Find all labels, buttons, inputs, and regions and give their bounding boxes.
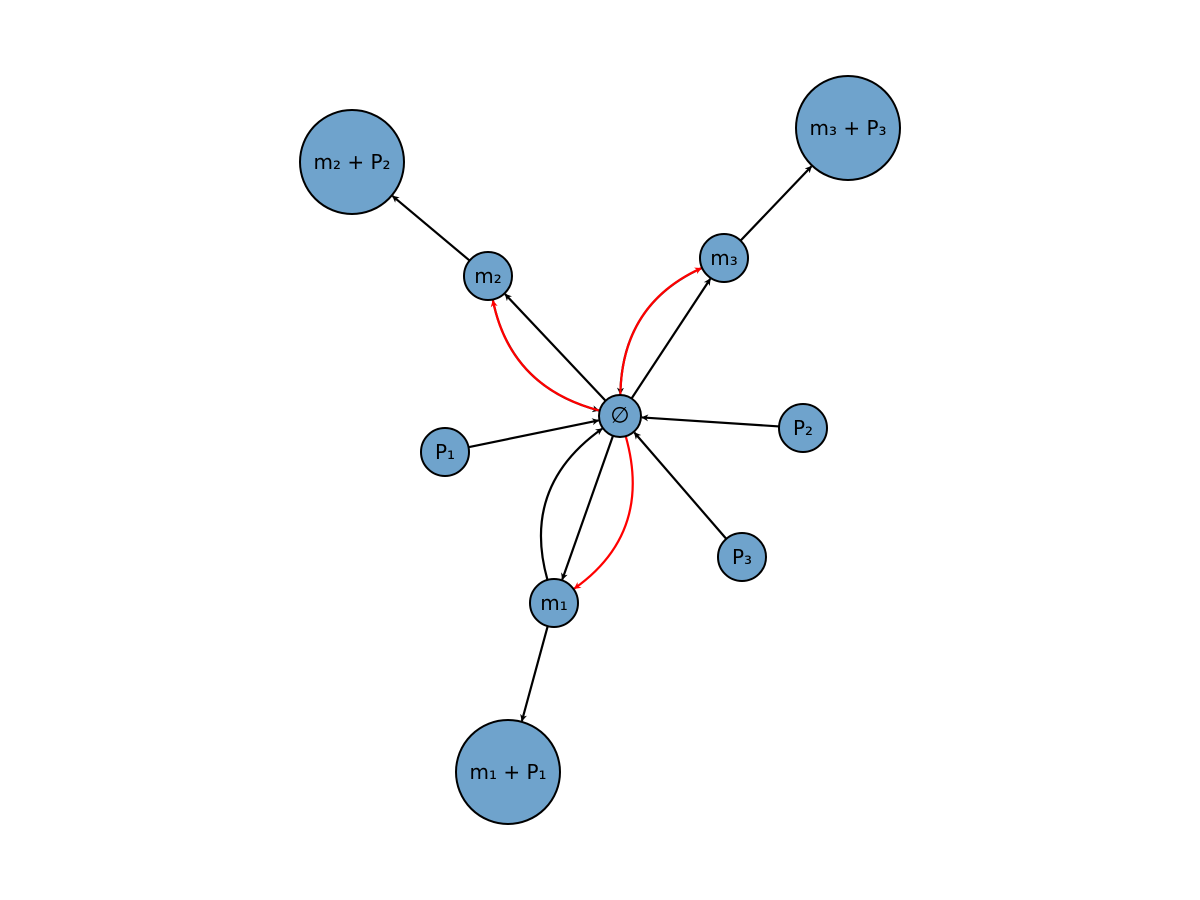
edge-m3-to-empty [616,266,703,395]
node-circle-m1 [529,578,579,628]
node-label-m3: m₃ [710,246,738,270]
node-p2: P₂ [778,403,828,453]
edge-empty-to-m3-red [619,267,702,396]
node-label-m1p1: m₁ + P₁ [469,760,546,784]
node-label-m3p3: m₃ + P₃ [809,116,886,140]
edge-p1-to-empty [468,418,600,449]
node-m1p1: m₁ + P₁ [455,719,561,825]
edge-m2-to-empty [491,299,600,413]
node-m3: m₃ [699,233,749,283]
node-circle-p1 [420,427,470,477]
node-m2: m₂ [463,251,513,301]
node-circle-m2 [463,251,513,301]
edge-p2-to-empty [641,414,780,428]
node-p3: P₃ [717,532,767,582]
node-circle-empty [598,394,642,438]
node-label-p2: P₂ [793,416,813,440]
node-m2p2: m₂ + P₂ [299,109,405,215]
edge-m1-to-m1p1 [520,625,549,722]
edge-m3-to-m3p3 [739,165,813,242]
node-m3p3: m₃ + P₃ [795,75,901,181]
node-empty: ∅ [598,394,642,438]
node-m1: m₁ [529,578,579,628]
node-p1: P₁ [420,427,470,477]
node-circle-m3p3 [795,75,901,181]
edge-empty-to-m3 [630,278,712,400]
edge-empty-to-m1 [561,435,615,581]
node-circle-p2 [778,403,828,453]
node-label-m2p2: m₂ + P₂ [313,150,390,174]
node-label-p3: P₃ [732,545,752,569]
node-label-m1: m₁ [540,591,568,615]
edge-empty-to-m1-red [573,435,634,590]
node-label-p1: P₁ [435,440,455,464]
node-circle-m3 [699,233,749,283]
nodes-layer: ∅ m₁ m₂ m₃ P₁ P₂ P₃ m₁ + P₁ m₂ + P₂ m₃ + P₃ [299,75,901,825]
edge-p3-to-empty [633,431,728,540]
node-circle-m2p2 [299,109,405,215]
edge-m2-to-m2p2 [391,195,471,262]
node-circle-p3 [717,532,767,582]
edge-empty-to-m2 [504,293,607,402]
edges-layer [391,165,813,722]
edge-empty-to-m2-red [490,299,600,412]
node-label-m2: m₂ [474,264,502,288]
node-circle-m1p1 [455,719,561,825]
edge-m1-to-empty [539,427,603,581]
node-label-empty: ∅ [610,404,629,429]
